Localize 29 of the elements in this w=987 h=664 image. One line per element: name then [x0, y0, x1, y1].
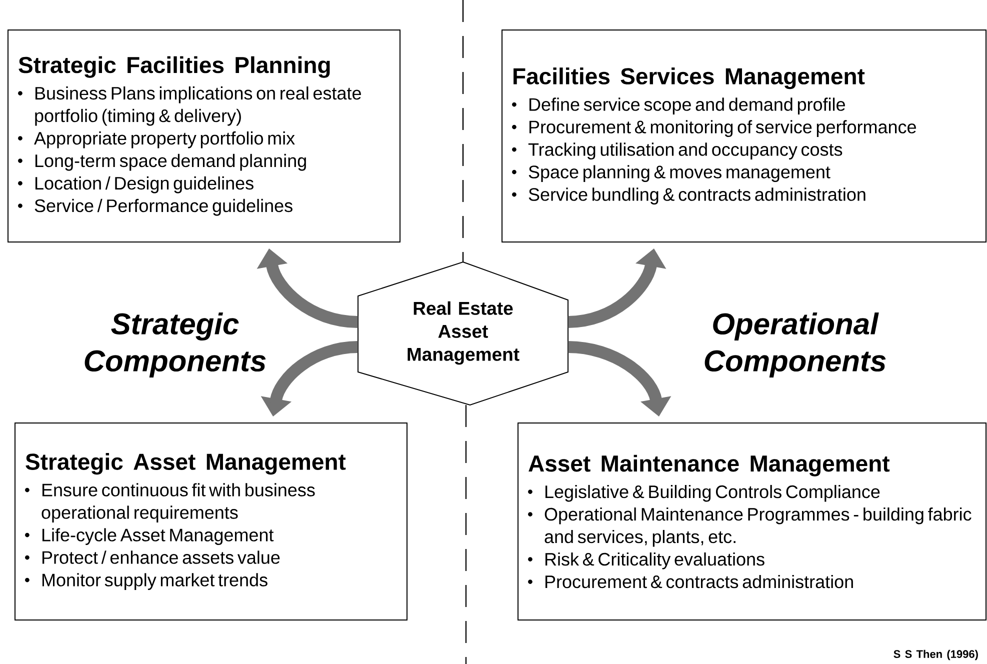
- text-box: [518, 422, 987, 620]
- bullet-item: Appropriate property portfolio mix: [18, 131, 295, 148]
- text-box: [8, 30, 400, 242]
- bullet-item: Long-term space demand planning: [18, 154, 306, 171]
- bullet-item: Monitor supply market trends: [25, 573, 268, 590]
- bullet-item: Protect / enhance assets value: [25, 550, 280, 564]
- bullet-item: Operational Maintenance Programmes - building fabric and services, plants, etc.: [528, 507, 972, 547]
- bullet-item: Procurement & monitoring of service performance: [512, 120, 916, 137]
- bullet-item: Define service scope and demand profile: [512, 98, 845, 114]
- bullet-item: Risk & Criticality evaluations: [528, 552, 764, 570]
- bullet-item: Procurement & contracts administration: [528, 574, 853, 588]
- section-label: Strategic Components: [84, 312, 266, 378]
- bullet-item: Business Plans implications on real estate portfolio (timing & delivery): [18, 86, 361, 126]
- box-heading: Strategic Facilities Planning: [18, 56, 330, 78]
- text-box: [502, 30, 987, 242]
- bullet-item: Space planning & moves management: [512, 165, 830, 182]
- bullet-item: Service bundling & contracts administration: [512, 188, 866, 204]
- box-heading: Strategic Asset Management: [26, 453, 346, 475]
- box-heading: Facilities Services Management: [514, 68, 865, 90]
- box-heading: Asset Maintenance Management: [528, 454, 890, 476]
- source-note: S S Then (1996): [894, 650, 978, 660]
- bullet-item: Ensure continuous fit with business operational requirements: [25, 483, 315, 522]
- bullet-item: Legislative & Building Controls Compliance: [528, 484, 880, 502]
- bullet-item: Service / Performance guidelines: [18, 198, 292, 216]
- bullet-item: Life-cycle Asset Management: [25, 528, 274, 545]
- text-box: [14, 422, 408, 620]
- section-label: Operational Components: [704, 312, 886, 378]
- bullet-item: Location / Design guidelines: [18, 176, 254, 194]
- bullet-item: Tracking utilisation and occupancy costs: [512, 142, 842, 160]
